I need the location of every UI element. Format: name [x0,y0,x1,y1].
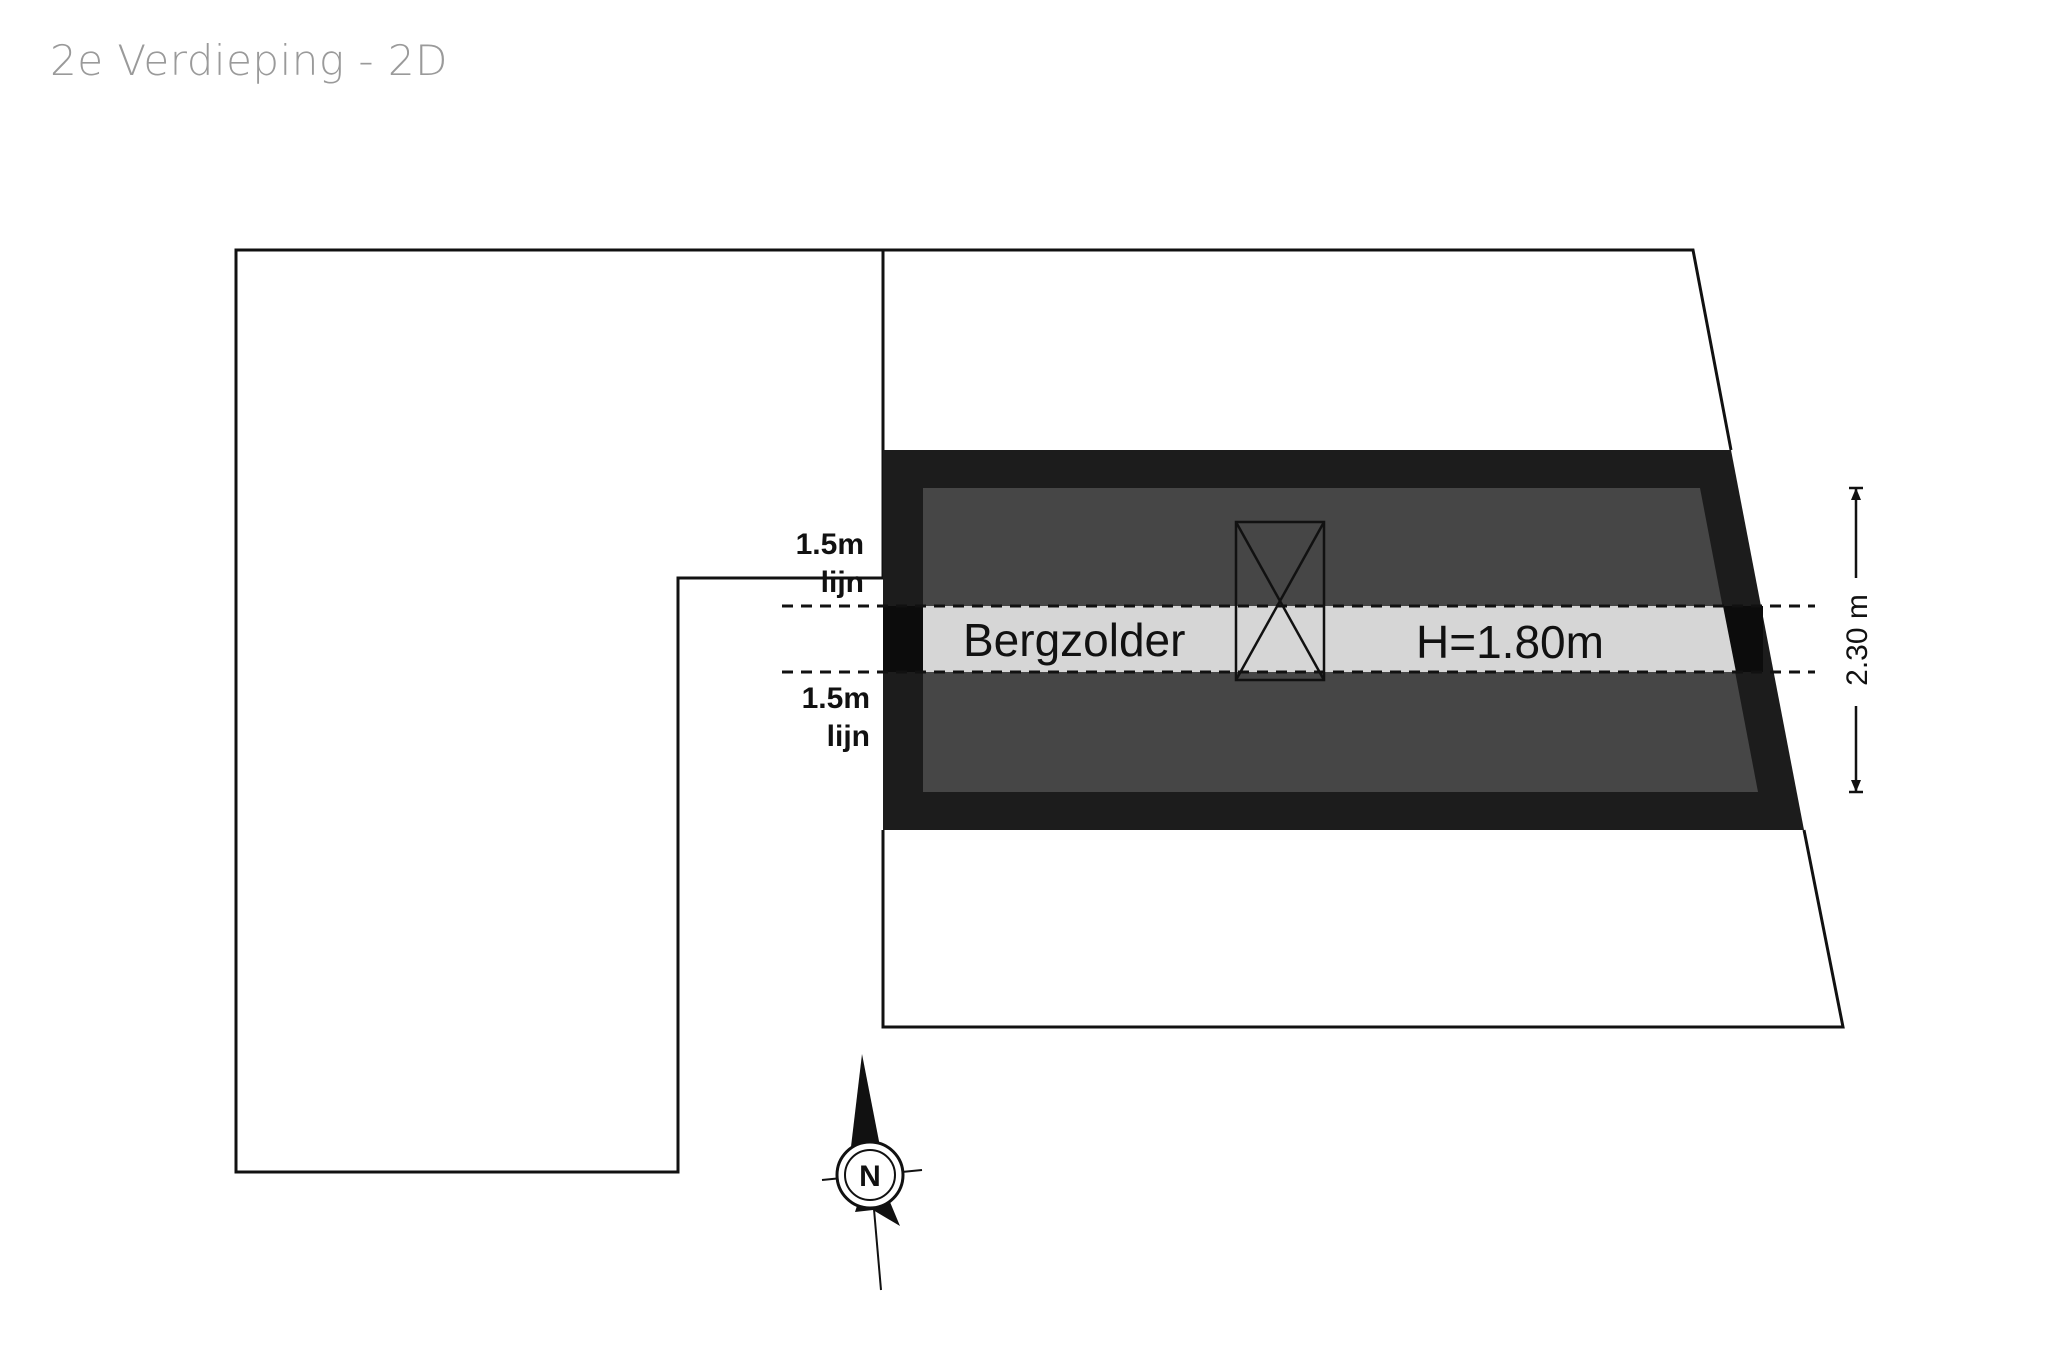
usable-height-band [923,606,1736,672]
line-label-top-value: 1.5m [796,528,864,561]
building-outline-right [881,248,1733,578]
line-label-bottom-unit: lijn [827,720,870,753]
compass-letter: N [859,1160,881,1193]
dimension-arrow-bottom-icon [1851,780,1861,792]
line-label-bottom-value: 1.5m [802,682,870,715]
hatch-icon [1234,520,1326,682]
building-outline-left [234,248,883,1174]
line-label-top-unit: lijn [821,566,864,599]
dimension-line [1849,486,1863,794]
dimension-label: 2.30 m [1841,594,1874,686]
room-height-label: H=1.80m [1416,616,1604,668]
building-outline-right-lower [881,829,1845,1029]
compass-icon [821,1054,923,1291]
page-title: 2e Verdieping - 2D [50,36,448,85]
dimension-arrow-top-icon [1851,488,1861,500]
room-name: Bergzolder [963,614,1185,666]
